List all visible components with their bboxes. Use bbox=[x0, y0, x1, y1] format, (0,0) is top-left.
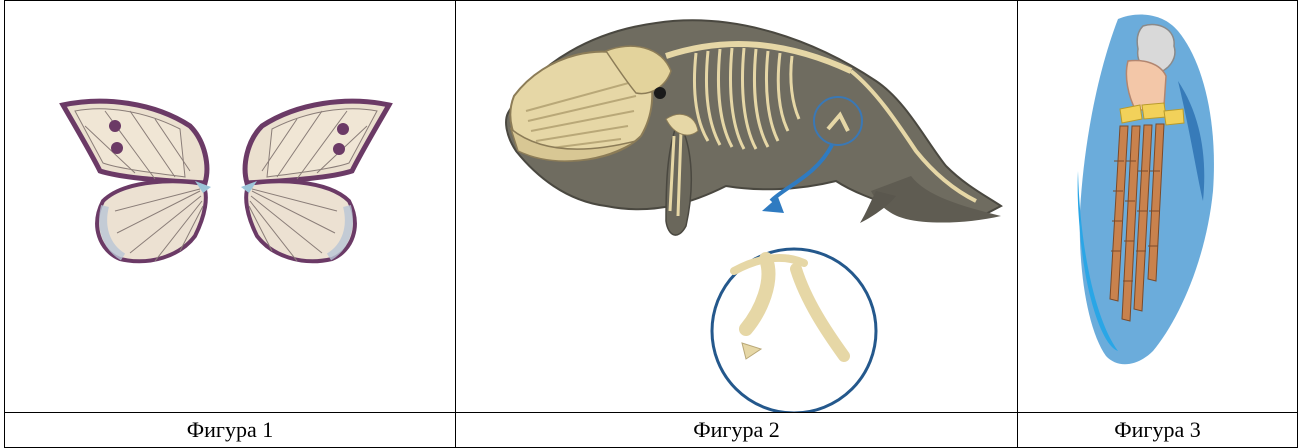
figure-2-caption: Фигура 2 bbox=[693, 413, 779, 447]
figure-2-image bbox=[456, 1, 1017, 412]
figure-1-cell bbox=[5, 1, 456, 413]
figure-image-row bbox=[5, 1, 1298, 413]
figure-3-image bbox=[1018, 1, 1297, 412]
figure-3-caption: Фигура 3 bbox=[1114, 413, 1200, 447]
figure-1-caption-cell: Фигура 1 bbox=[5, 413, 456, 448]
figure-3-caption-cell: Фигура 3 bbox=[1018, 413, 1298, 448]
limb-bones-icon bbox=[1018, 1, 1298, 412]
figure-1-caption: Фигура 1 bbox=[187, 413, 273, 447]
figure-2-caption-cell: Фигура 2 bbox=[456, 413, 1018, 448]
butterfly-wings-icon bbox=[5, 1, 456, 412]
figure-table: Фигура 1 Фигура 2 Фигура 3 bbox=[4, 0, 1298, 448]
figure-caption-row: Фигура 1 Фигура 2 Фигура 3 bbox=[5, 413, 1298, 448]
figure-3-cell bbox=[1018, 1, 1298, 413]
whale-skeleton-icon bbox=[456, 1, 1018, 412]
figure-1-image bbox=[5, 1, 455, 412]
figure-2-cell bbox=[456, 1, 1018, 413]
